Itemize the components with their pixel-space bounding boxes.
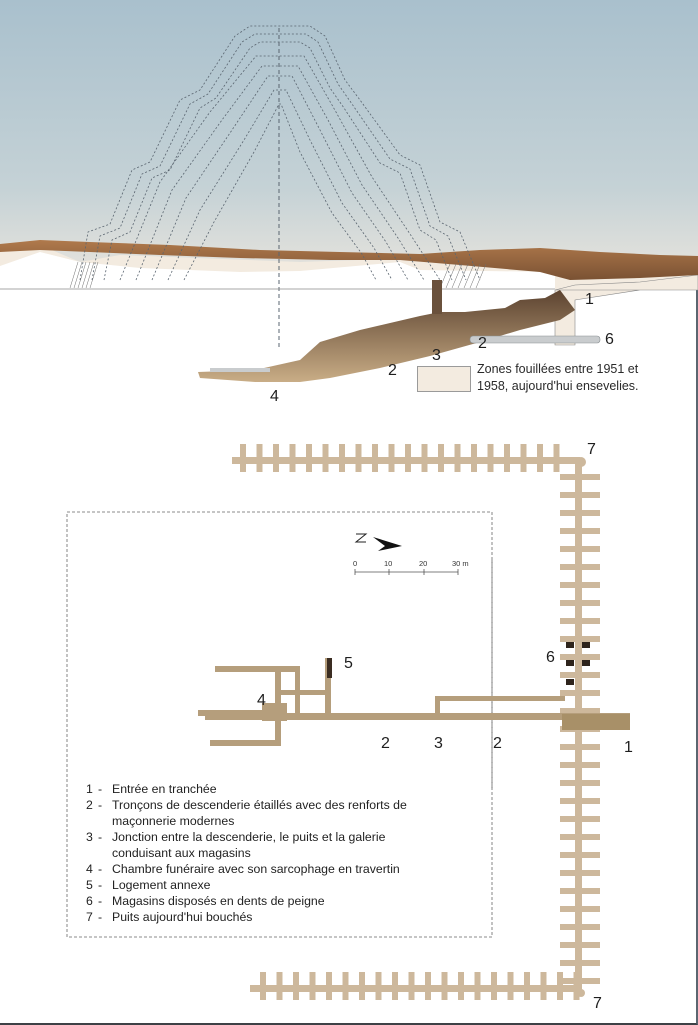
legend-text: Zones fouillées entre 1951 et 1958, aujo… [477, 362, 639, 393]
section-label-4: 4 [270, 388, 279, 405]
section-view: 1 2 2 3 4 6 [0, 0, 698, 405]
key-item: 7-Puits aujourd'hui bouchés [86, 910, 253, 924]
key-item: 5-Logement annexe [86, 878, 211, 892]
scale-labels: 0 10 20 30 m [350, 531, 480, 581]
key-item: 1-Entrée en tranchée [86, 782, 217, 796]
pyramid-outline [79, 25, 481, 281]
key-legend: 1-Entrée en tranchée 2-Tronçons de desce… [86, 781, 486, 925]
chamber-floor [210, 368, 270, 372]
key-item: 6-Magasins disposés en dents de peigne [86, 894, 325, 908]
scale-tick-0: 0 [353, 559, 358, 568]
rock-stratum [0, 240, 698, 280]
sky [0, 0, 698, 290]
scale-tick-20: 20 [419, 559, 428, 568]
section-label-2a: 2 [388, 362, 397, 379]
section-label-2b: 2 [478, 335, 487, 352]
gallery-to-storerooms [469, 335, 601, 344]
key-item: 2-Tronçons de descenderie étaillés avec … [86, 798, 407, 828]
descending-corridor [198, 290, 575, 382]
scale-tick-30: 30 m [452, 559, 469, 568]
entrance-trench-zone [554, 274, 698, 346]
key-item: 4-Chambre funéraire avec son sarcophage … [86, 862, 400, 876]
section-label-1: 1 [585, 291, 594, 308]
hatching [69, 261, 487, 289]
section-label-6: 6 [605, 331, 614, 348]
shaft [432, 280, 442, 314]
fill-area [0, 252, 555, 290]
scale-tick-10: 10 [384, 559, 393, 568]
legend-swatch [417, 366, 471, 392]
section-label-3: 3 [432, 347, 441, 364]
key-item: 3-Jonction entre la descenderie, le puit… [86, 830, 386, 860]
